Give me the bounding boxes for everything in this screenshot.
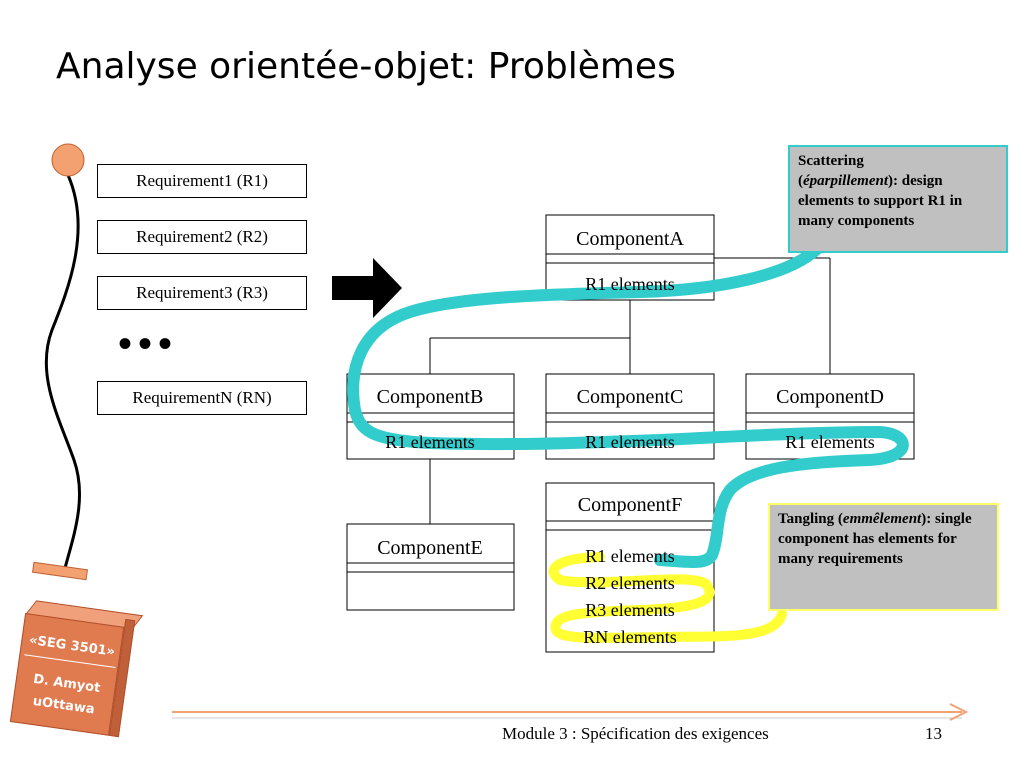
scattering-term: Scattering bbox=[798, 153, 864, 169]
requirement-rn-box: RequirementN (RN) bbox=[97, 381, 307, 415]
page-number: 13 bbox=[925, 724, 942, 743]
tangling-highlight-path bbox=[548, 552, 787, 643]
footer-module: Module 3 : Spécification des exigences bbox=[502, 724, 769, 743]
component-e-box: ComponentE bbox=[346, 523, 515, 611]
component-a-name: ComponentA bbox=[576, 228, 684, 250]
component-f-element-r2: R2 elements bbox=[585, 573, 674, 593]
component-f-element-rn: RN elements bbox=[583, 627, 676, 647]
tangling-translation: emmêlement bbox=[842, 511, 922, 527]
scattering-highlight-path bbox=[347, 242, 909, 568]
footer-arrow-icon bbox=[949, 703, 969, 721]
slide-title: Analyse orientée-objet: Problèmes bbox=[56, 46, 676, 87]
tangling-term: Tangling bbox=[778, 511, 835, 527]
component-d-element-r1: R1 elements bbox=[785, 432, 874, 452]
requirement-r3-box: Requirement3 (R3) bbox=[97, 276, 307, 310]
figure-base bbox=[32, 561, 88, 581]
connector-lines bbox=[429, 257, 831, 524]
component-c-element-r1: R1 elements bbox=[585, 432, 674, 452]
right-arrow-icon bbox=[332, 258, 402, 318]
scattering-translation: éparpillement bbox=[803, 173, 888, 189]
component-e-name: ComponentE bbox=[377, 537, 483, 559]
tangling-description: : single component has elements for many… bbox=[778, 511, 972, 567]
component-c-name: ComponentC bbox=[577, 386, 684, 408]
figure-head bbox=[51, 143, 85, 177]
tangling-note: Tangling (emmêlement): single component … bbox=[768, 503, 999, 611]
requirement-r1-box: Requirement1 (R1) bbox=[97, 164, 307, 198]
component-f-element-r1: R1 elements bbox=[585, 546, 674, 566]
scattering-description: : design elements to support R1 in many … bbox=[798, 173, 963, 229]
component-b-element-r1: R1 elements bbox=[385, 432, 474, 452]
figure-body-line bbox=[44, 174, 82, 573]
requirement-holder-figure bbox=[32, 143, 88, 581]
ellipsis-dots: ••• bbox=[118, 321, 179, 366]
course-badge: «SEG 3501» D. Amyot uOttawa bbox=[9, 599, 144, 738]
component-d-box: ComponentD bbox=[745, 373, 915, 460]
requirement-r2-box: Requirement2 (R2) bbox=[97, 220, 307, 254]
component-f-element-r3: R3 elements bbox=[585, 600, 674, 620]
component-f-name: ComponentF bbox=[578, 494, 682, 516]
component-d-name: ComponentD bbox=[776, 386, 884, 408]
component-a-element-r1: R1 elements bbox=[585, 274, 674, 294]
scattering-note: Scattering (éparpillement): design eleme… bbox=[788, 145, 1008, 253]
component-a-box: ComponentA bbox=[545, 214, 715, 301]
component-b-name: ComponentB bbox=[377, 386, 484, 408]
